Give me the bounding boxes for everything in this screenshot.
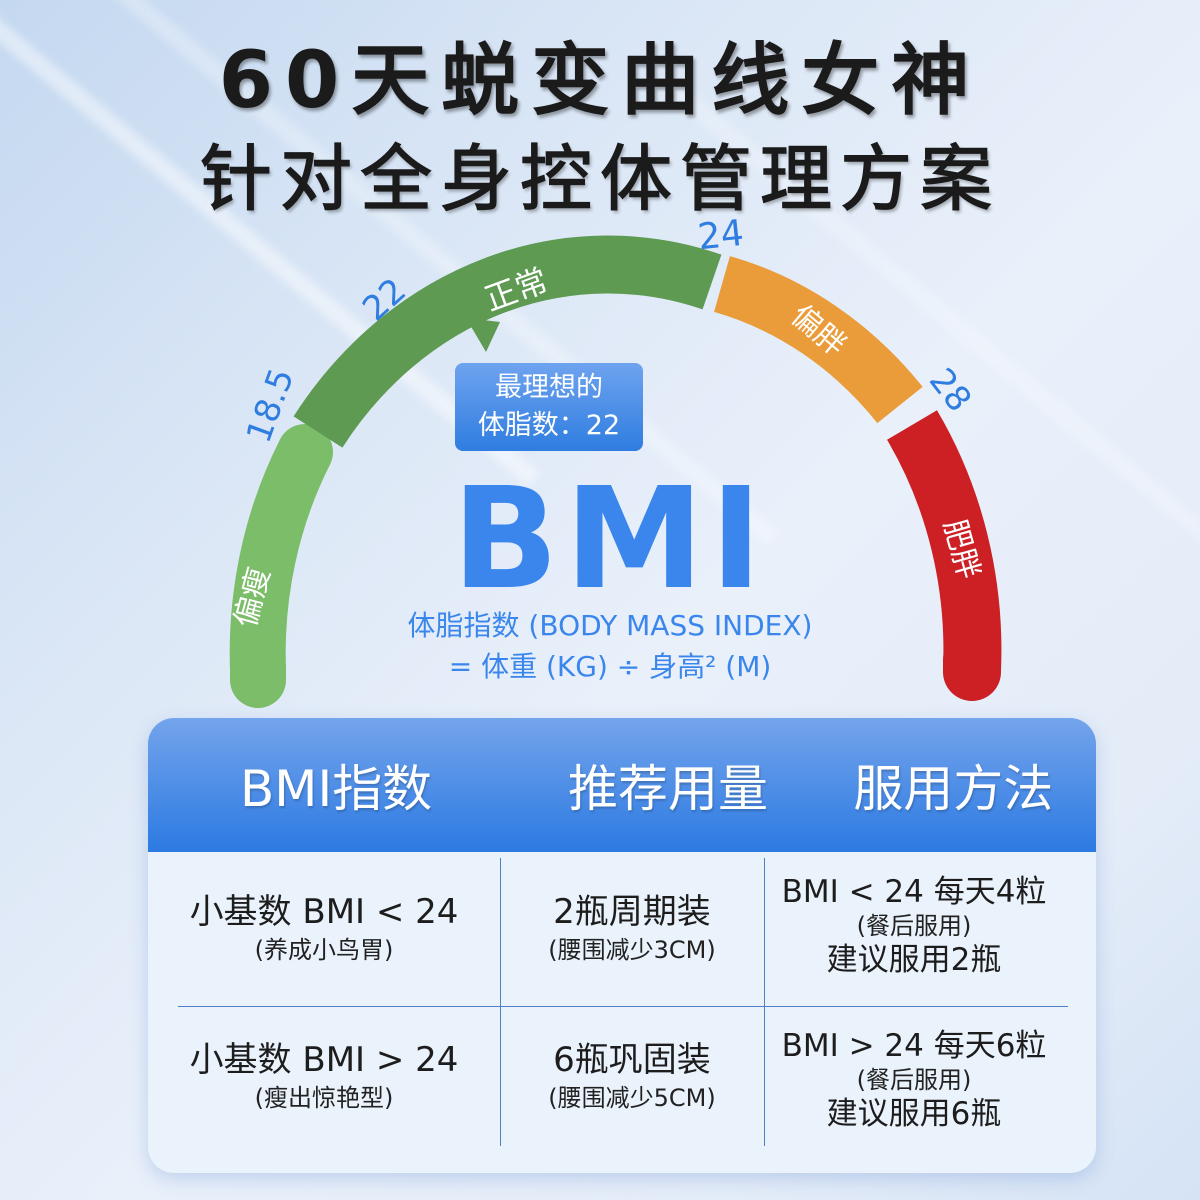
tick-24: 24 xyxy=(696,213,746,259)
gauge-segment-overweight xyxy=(713,256,923,424)
bmi-range: 小基数 BMI < 24 xyxy=(189,892,459,932)
ideal-bmi-line1: 最理想的 xyxy=(495,372,603,403)
dose-note: (腰围减少5CM) xyxy=(548,1084,716,1112)
headline-subtitle: 针对全身控体管理方案 xyxy=(199,136,1000,222)
method-note: (餐后服用) xyxy=(856,1066,972,1094)
bmi-title: BMI xyxy=(451,458,769,621)
method-line1: BMI < 24 每天4粒 xyxy=(781,874,1047,910)
gauge-segment-underweight xyxy=(229,424,333,698)
table-header: BMI指数 推荐用量 服用方法 xyxy=(148,718,1096,852)
header-usage-method: 服用方法 xyxy=(853,760,1054,818)
column-divider xyxy=(764,858,765,1146)
dose: 2瓶周期装 xyxy=(553,892,711,932)
method-line2: 建议服用6瓶 xyxy=(826,1096,1002,1132)
column-divider xyxy=(500,858,501,1146)
pointer-tip xyxy=(466,318,500,352)
headline-title: 60天蜕变曲线女神 xyxy=(218,36,982,126)
method-line2: 建议服用2瓶 xyxy=(826,942,1002,978)
bmi-range: 小基数 BMI > 24 xyxy=(189,1040,459,1080)
header-bmi-index: BMI指数 xyxy=(240,760,433,818)
bmi-definition: 体脂指数 (BODY MASS INDEX) xyxy=(407,609,813,642)
ideal-bmi-callout: 最理想的 体脂数：22 xyxy=(455,363,643,451)
bmi-note: (瘦出惊艳型) xyxy=(254,1084,394,1112)
ideal-bmi-line2: 体脂数：22 xyxy=(477,410,621,441)
method-line1: BMI > 24 每天6粒 xyxy=(781,1028,1047,1064)
gauge-segment-normal xyxy=(293,235,722,448)
tick-28: 28 xyxy=(921,361,979,420)
bmi-formula: = 体重 (KG) ÷ 身高² (M) xyxy=(448,650,772,683)
bmi-gauge: 偏瘦 正常 偏胖 肥胖 18.5 22 24 28 xyxy=(228,213,1002,708)
dosage-table: BMI指数 推荐用量 服用方法 小基数 BMI < 24 (养成小鸟胃) 2瓶周… xyxy=(148,718,1096,1173)
dose-note: (腰围减少3CM) xyxy=(548,936,716,964)
dose: 6瓶巩固装 xyxy=(553,1040,711,1080)
row-divider xyxy=(178,1006,1068,1007)
bmi-note: (养成小鸟胃) xyxy=(254,936,394,964)
method-note: (餐后服用) xyxy=(856,912,972,940)
header-recommended-dose: 推荐用量 xyxy=(567,760,768,818)
